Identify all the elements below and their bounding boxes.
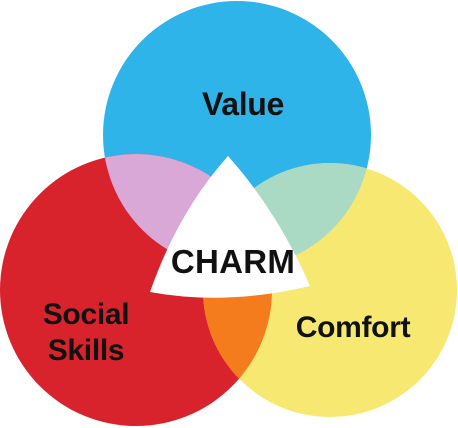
comfort-label: Comfort: [295, 311, 411, 344]
social-skills-label: Social Skills: [28, 297, 144, 369]
charm-label: CHARM: [170, 243, 296, 280]
social-skills-label-line-1: Social: [42, 298, 130, 331]
charm-center-triangle: [150, 156, 310, 298]
social-skills-label-line-2: Skills: [47, 334, 125, 367]
value-label: Value: [201, 86, 285, 122]
